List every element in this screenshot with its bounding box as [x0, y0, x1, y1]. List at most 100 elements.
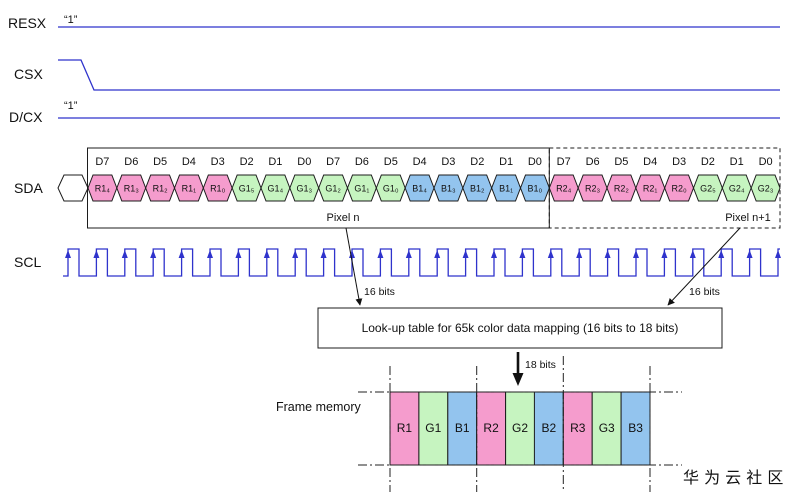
scl-rising-edge-arrow	[491, 250, 497, 258]
sda-bit-label: B1₀	[528, 184, 543, 194]
frame-memory-cell-label: R1	[397, 421, 413, 435]
scl-rising-edge-arrow	[377, 250, 384, 258]
lut-output-arrow-head	[512, 373, 524, 386]
pixel-n-to-lut-arrow: 16 bits	[345, 227, 395, 306]
scl-rising-edge-arrow	[320, 250, 327, 258]
bit-position-label: D2	[470, 156, 484, 168]
bit-position-label: D1	[268, 156, 282, 168]
bit-position-label: D0	[528, 156, 542, 168]
dcx-signal: D/CX “1”	[9, 100, 780, 125]
bit-position-label: D3	[211, 156, 225, 168]
bit-position-label: D3	[672, 156, 686, 168]
pixel-n-label: Pixel n	[326, 212, 359, 224]
scl-rising-edge-arrow	[604, 250, 611, 258]
scl-rising-edge-arrow	[405, 250, 412, 258]
bit-position-label: D1	[730, 156, 744, 168]
scl-rising-edge-arrow	[349, 250, 355, 258]
frame-memory-cell-label: G3	[599, 421, 615, 435]
bit-position-label: D5	[153, 156, 167, 168]
lut-block: Look-up table for 65k color data mapping…	[317, 307, 723, 349]
frame-memory-cell-g3	[591, 391, 622, 466]
scl-rising-edge-arrow	[263, 250, 270, 258]
frame-memory-label: Frame memory	[276, 400, 361, 414]
sda-bit-label: R1₃	[124, 184, 140, 194]
bit-position-label: D4	[643, 156, 657, 168]
sda-bit-label: B1₄	[412, 184, 427, 194]
scl-rising-edge-arrow	[178, 250, 185, 258]
bit-position-label: D0	[759, 156, 773, 168]
scl-rising-edge-arrows	[65, 250, 781, 258]
scl-rising-edge-arrow	[519, 250, 526, 258]
sda-bit-label: B1₂	[470, 184, 485, 194]
pixel-n-arrow-line	[345, 227, 363, 306]
lut-output-bus-width: 18 bits	[525, 359, 556, 371]
bit-position-label: D1	[499, 156, 513, 168]
pixel-n-plus-1-bus-width: 16 bits	[689, 286, 720, 298]
scl-rising-edge-arrow	[65, 250, 71, 258]
scl-rising-edge-arrow	[93, 250, 100, 258]
scl-rising-edge-arrow	[462, 250, 469, 258]
pixel-n-plus-1-label: Pixel n+1	[725, 212, 771, 224]
bit-position-label: D7	[95, 156, 109, 168]
bit-position-label: D6	[586, 156, 600, 168]
dcx-label: D/CX	[9, 109, 43, 125]
sda-bit-label: R2₄	[556, 184, 572, 194]
scl-rising-edge-arrow	[775, 250, 781, 258]
lut-to-frame-memory-arrow: 18 bits	[512, 352, 556, 386]
bit-position-label: D4	[413, 156, 427, 168]
sda-bit-label: G2₅	[700, 184, 716, 194]
scl-signal: SCL	[14, 248, 781, 277]
sda-bit-label: G1₄	[268, 184, 284, 194]
pixel-n-plus-1-group-box	[548, 147, 781, 229]
sda-bit-label: R1₂	[153, 184, 169, 194]
sda-bit-label: G2₃	[758, 184, 774, 194]
pixel-n-bus-width: 16 bits	[364, 286, 395, 298]
frame-memory-cell-label: G2	[512, 421, 528, 435]
sda-bit-cell	[750, 174, 781, 202]
sda-bit-label: G1₀	[383, 184, 399, 194]
bit-position-label: D2	[240, 156, 254, 168]
scl-rising-edge-arrow	[689, 250, 696, 258]
bit-position-label: D5	[384, 156, 398, 168]
bit-position-label: D0	[297, 156, 311, 168]
scl-rising-edge-arrow	[434, 250, 441, 258]
bit-position-label: D3	[441, 156, 455, 168]
sda-bit-label: G1₃	[296, 184, 312, 194]
scl-rising-edge-arrow	[633, 250, 639, 258]
frame-memory-cell-label: B1	[455, 421, 470, 435]
scl-rising-edge-arrow	[207, 250, 213, 258]
sda-bit-label: G1₅	[239, 184, 255, 194]
lut-box	[317, 307, 723, 349]
sda-bit-label: R2₀	[671, 184, 687, 194]
scl-rising-edge-arrow	[235, 250, 242, 258]
watermark: 华 为 云 社 区	[683, 468, 783, 487]
frame-memory-guides	[358, 356, 682, 492]
sda-bit-label: G1₁	[354, 184, 369, 194]
frame-memory-cell-label: R2	[483, 421, 499, 435]
sda-bit-label: R1₁	[182, 184, 197, 194]
csx-waveform	[58, 59, 780, 91]
bit-position-label: D6	[355, 156, 369, 168]
pixel-n-plus-1-to-lut-arrow: 16 bits	[667, 227, 741, 306]
bit-position-label: D7	[326, 156, 340, 168]
csx-label: CSX	[14, 66, 43, 82]
scl-waveform	[63, 248, 780, 277]
frame-memory-cell-label: G1	[425, 421, 441, 435]
scl-rising-edge-arrow	[547, 250, 554, 258]
bit-position-label: D5	[614, 156, 628, 168]
sda-label: SDA	[14, 180, 43, 196]
sda-bit-label: B1₃	[441, 184, 456, 194]
scl-rising-edge-arrow	[746, 250, 753, 258]
scl-rising-edge-arrow	[292, 250, 299, 258]
sda-bit-label: R2₂	[614, 184, 630, 194]
bit-position-label: D2	[701, 156, 715, 168]
pixel-n-plus-1-arrow-line	[667, 227, 741, 306]
scl-label: SCL	[14, 254, 41, 270]
scl-rising-edge-arrow	[718, 250, 725, 258]
sda-bit-label: R1₀	[210, 184, 226, 194]
